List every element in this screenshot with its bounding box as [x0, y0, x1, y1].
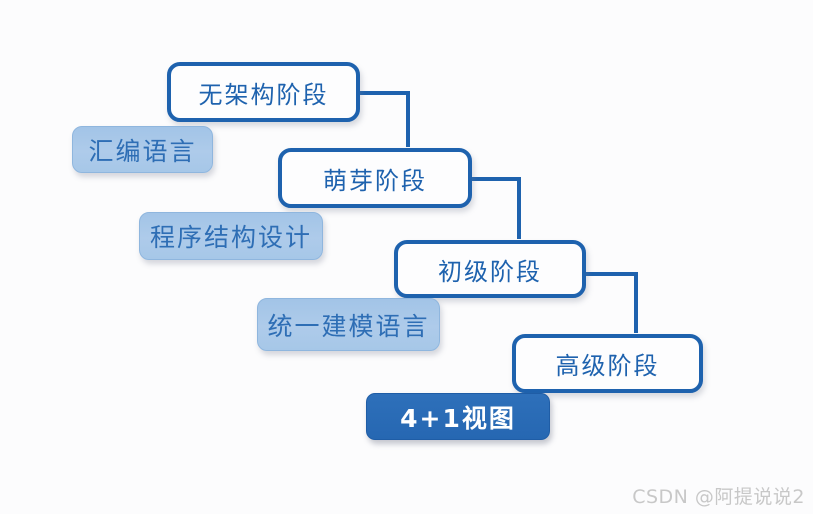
csdn-watermark: CSDN @阿提说说2 — [632, 486, 805, 508]
connector-stage2-stage3 — [469, 177, 521, 239]
node-stage-no-architecture: 无架构阶段 — [167, 62, 360, 122]
connector-stage3-stage4 — [583, 272, 638, 333]
node-stage-germination: 萌芽阶段 — [278, 148, 472, 208]
node-stage-primary: 初级阶段 — [394, 240, 586, 298]
node-tech-unified-modeling-language: 统一建模语言 — [257, 298, 440, 351]
node-stage-advanced: 高级阶段 — [512, 334, 703, 393]
node-tech-assembly-language: 汇编语言 — [72, 126, 213, 173]
node-tech-program-structure-design: 程序结构设计 — [139, 212, 323, 260]
connector-stage1-stage2 — [357, 91, 410, 147]
node-highlight-4plus1-views: 4+1视图 — [366, 393, 550, 440]
